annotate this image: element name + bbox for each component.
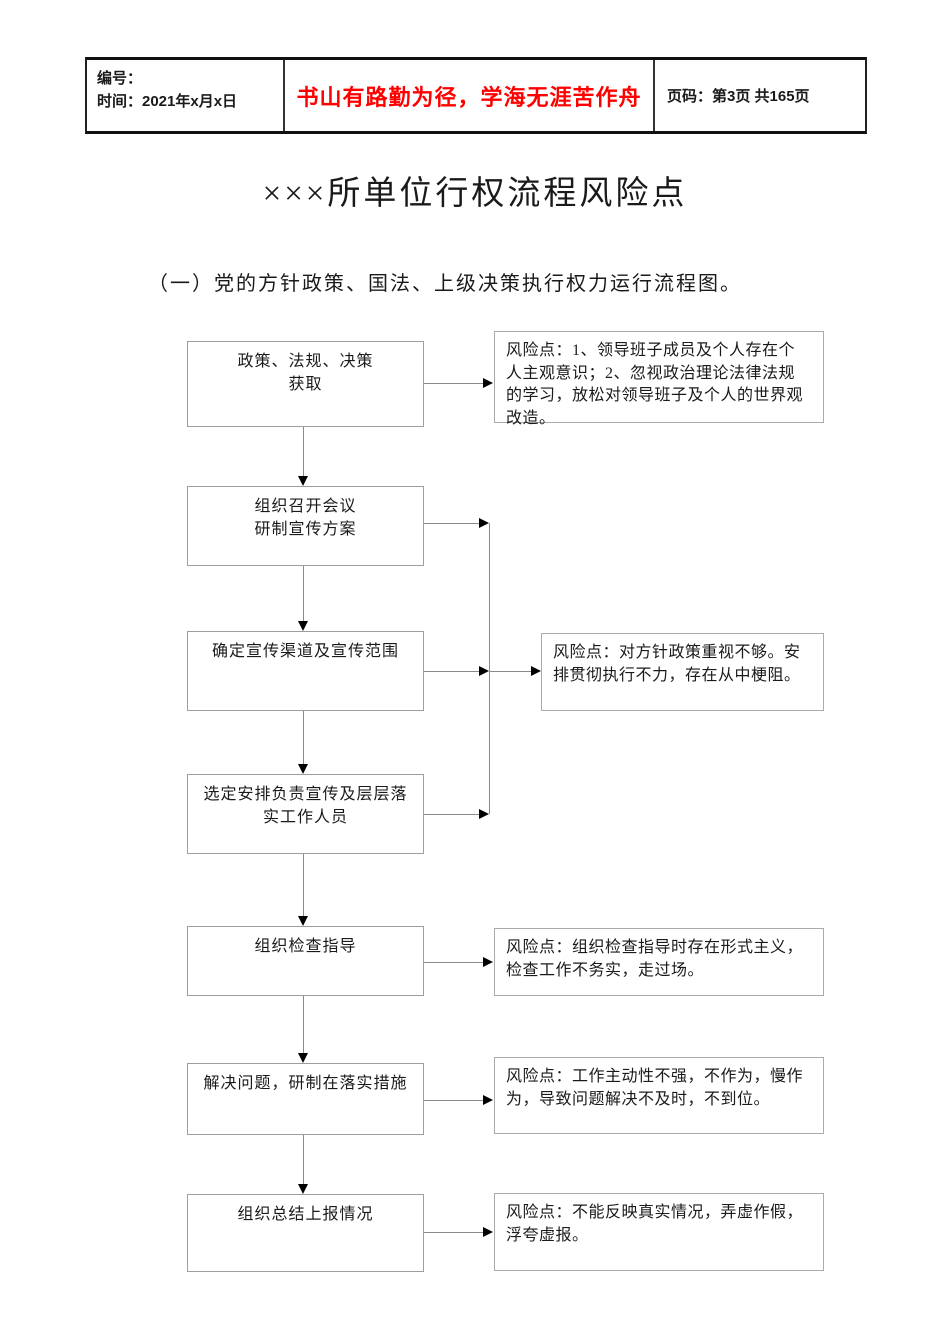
flow-step-label: 组织总结上报情况 <box>237 1206 374 1223</box>
connector-line <box>303 427 304 476</box>
arrow-right-icon <box>483 956 493 967</box>
collector-line <box>489 523 490 814</box>
page-number-text: 页码：第3页 共165页 <box>667 88 810 105</box>
connector-line <box>424 523 479 524</box>
risk-note-2: 风险点：对方针政策重视不够。安 排贯彻执行不力，存在从中梗阻。 <box>541 633 824 711</box>
connector-line <box>424 383 483 384</box>
risk-note-text: 风险点：工作主动性不强，不作为，慢作 为，导致问题解决不及时，不到位。 <box>506 1068 804 1108</box>
arrow-down-icon <box>298 1053 308 1063</box>
flow-step-define-channels: 确定宣传渠道及宣传范围 <box>187 631 424 711</box>
arrow-right-icon <box>479 517 489 528</box>
connector-line <box>303 854 304 916</box>
flow-step-organize-meeting: 组织召开会议 研制宣传方案 <box>187 486 424 566</box>
arrow-right-icon <box>483 1226 493 1237</box>
header-cell-meta: 编号： 时间：2021年x月x日 <box>87 60 285 131</box>
arrow-right-icon <box>483 1094 493 1105</box>
connector-line <box>424 1232 483 1233</box>
risk-note-text: 风险点：组织检查指导时存在形式主义， 检查工作不务实，走过场。 <box>506 939 804 979</box>
header-cell-motto: 书山有路勤为径，学海无涯苦作舟 <box>285 60 655 131</box>
motto-text: 书山有路勤为径，学海无涯苦作舟 <box>296 84 642 110</box>
arrow-down-icon <box>298 916 308 926</box>
flow-step-solve-problems: 解决问题，研制在落实措施 <box>187 1063 424 1135</box>
arrow-right-icon <box>483 377 493 388</box>
connector-line <box>303 711 304 764</box>
doc-number-label: 编号： <box>97 70 143 87</box>
arrow-right-icon <box>479 808 489 819</box>
connector-line <box>303 996 304 1053</box>
flow-step-summary-report: 组织总结上报情况 <box>187 1194 424 1272</box>
arrow-down-icon <box>298 476 308 486</box>
arrow-right-icon <box>479 665 489 676</box>
risk-note-5: 风险点：不能反映真实情况，弄虚作假， 浮夸虚报。 <box>494 1193 824 1271</box>
connector-line <box>303 566 304 621</box>
flow-step-label: 组织检查指导 <box>254 938 357 955</box>
flow-step-label: 确定宣传渠道及宣传范围 <box>211 643 399 660</box>
arrow-down-icon <box>298 1184 308 1194</box>
flow-step-assign-staff: 选定安排负责宣传及层层落 实工作人员 <box>187 774 424 854</box>
arrow-down-icon <box>298 764 308 774</box>
risk-note-text: 风险点：不能反映真实情况，弄虚作假， 浮夸虚报。 <box>506 1204 804 1244</box>
connector-line <box>303 1135 304 1184</box>
arrow-right-icon <box>531 665 541 676</box>
risk-note-1: 风险点：1、领导班子成员及个人存在个 人主观意识；2、忽视政治理论法律法规 的学… <box>494 331 824 427</box>
connector-line <box>424 814 479 815</box>
risk-note-4: 风险点：工作主动性不强，不作为，慢作 为，导致问题解决不及时，不到位。 <box>494 1057 824 1134</box>
connector-line <box>424 1100 483 1101</box>
connector-line <box>424 671 479 672</box>
flow-step-inspection-guidance: 组织检查指导 <box>187 926 424 996</box>
flow-step-label: 政策、法规、决策 获取 <box>237 353 374 393</box>
risk-note-text: 风险点：1、领导班子成员及个人存在个 人主观意识；2、忽视政治理论法律法规 的学… <box>506 342 804 427</box>
header-table: 编号： 时间：2021年x月x日 书山有路勤为径，学海无涯苦作舟 页码：第3页 … <box>85 57 867 134</box>
page-title: ×××所单位行权流程风险点 <box>262 176 688 212</box>
section-heading: （一）党的方针政策、国法、上级决策执行权力运行流程图。 <box>148 273 742 295</box>
arrow-down-icon <box>298 621 308 631</box>
connector-line <box>424 962 483 963</box>
risk-note-text: 风险点：对方针政策重视不够。安 排贯彻执行不力，存在从中梗阻。 <box>553 644 801 684</box>
connector-line <box>489 671 531 672</box>
flow-step-label: 选定安排负责宣传及层层落 实工作人员 <box>203 786 408 826</box>
doc-time-label: 时间：2021年x月x日 <box>97 93 238 110</box>
flow-step-label: 解决问题，研制在落实措施 <box>203 1075 408 1092</box>
flow-step-label: 组织召开会议 研制宣传方案 <box>254 498 357 538</box>
flow-step-policy-acquisition: 政策、法规、决策 获取 <box>187 341 424 427</box>
risk-note-3: 风险点：组织检查指导时存在形式主义， 检查工作不务实，走过场。 <box>494 928 824 996</box>
header-cell-page: 页码：第3页 共165页 <box>655 60 865 131</box>
